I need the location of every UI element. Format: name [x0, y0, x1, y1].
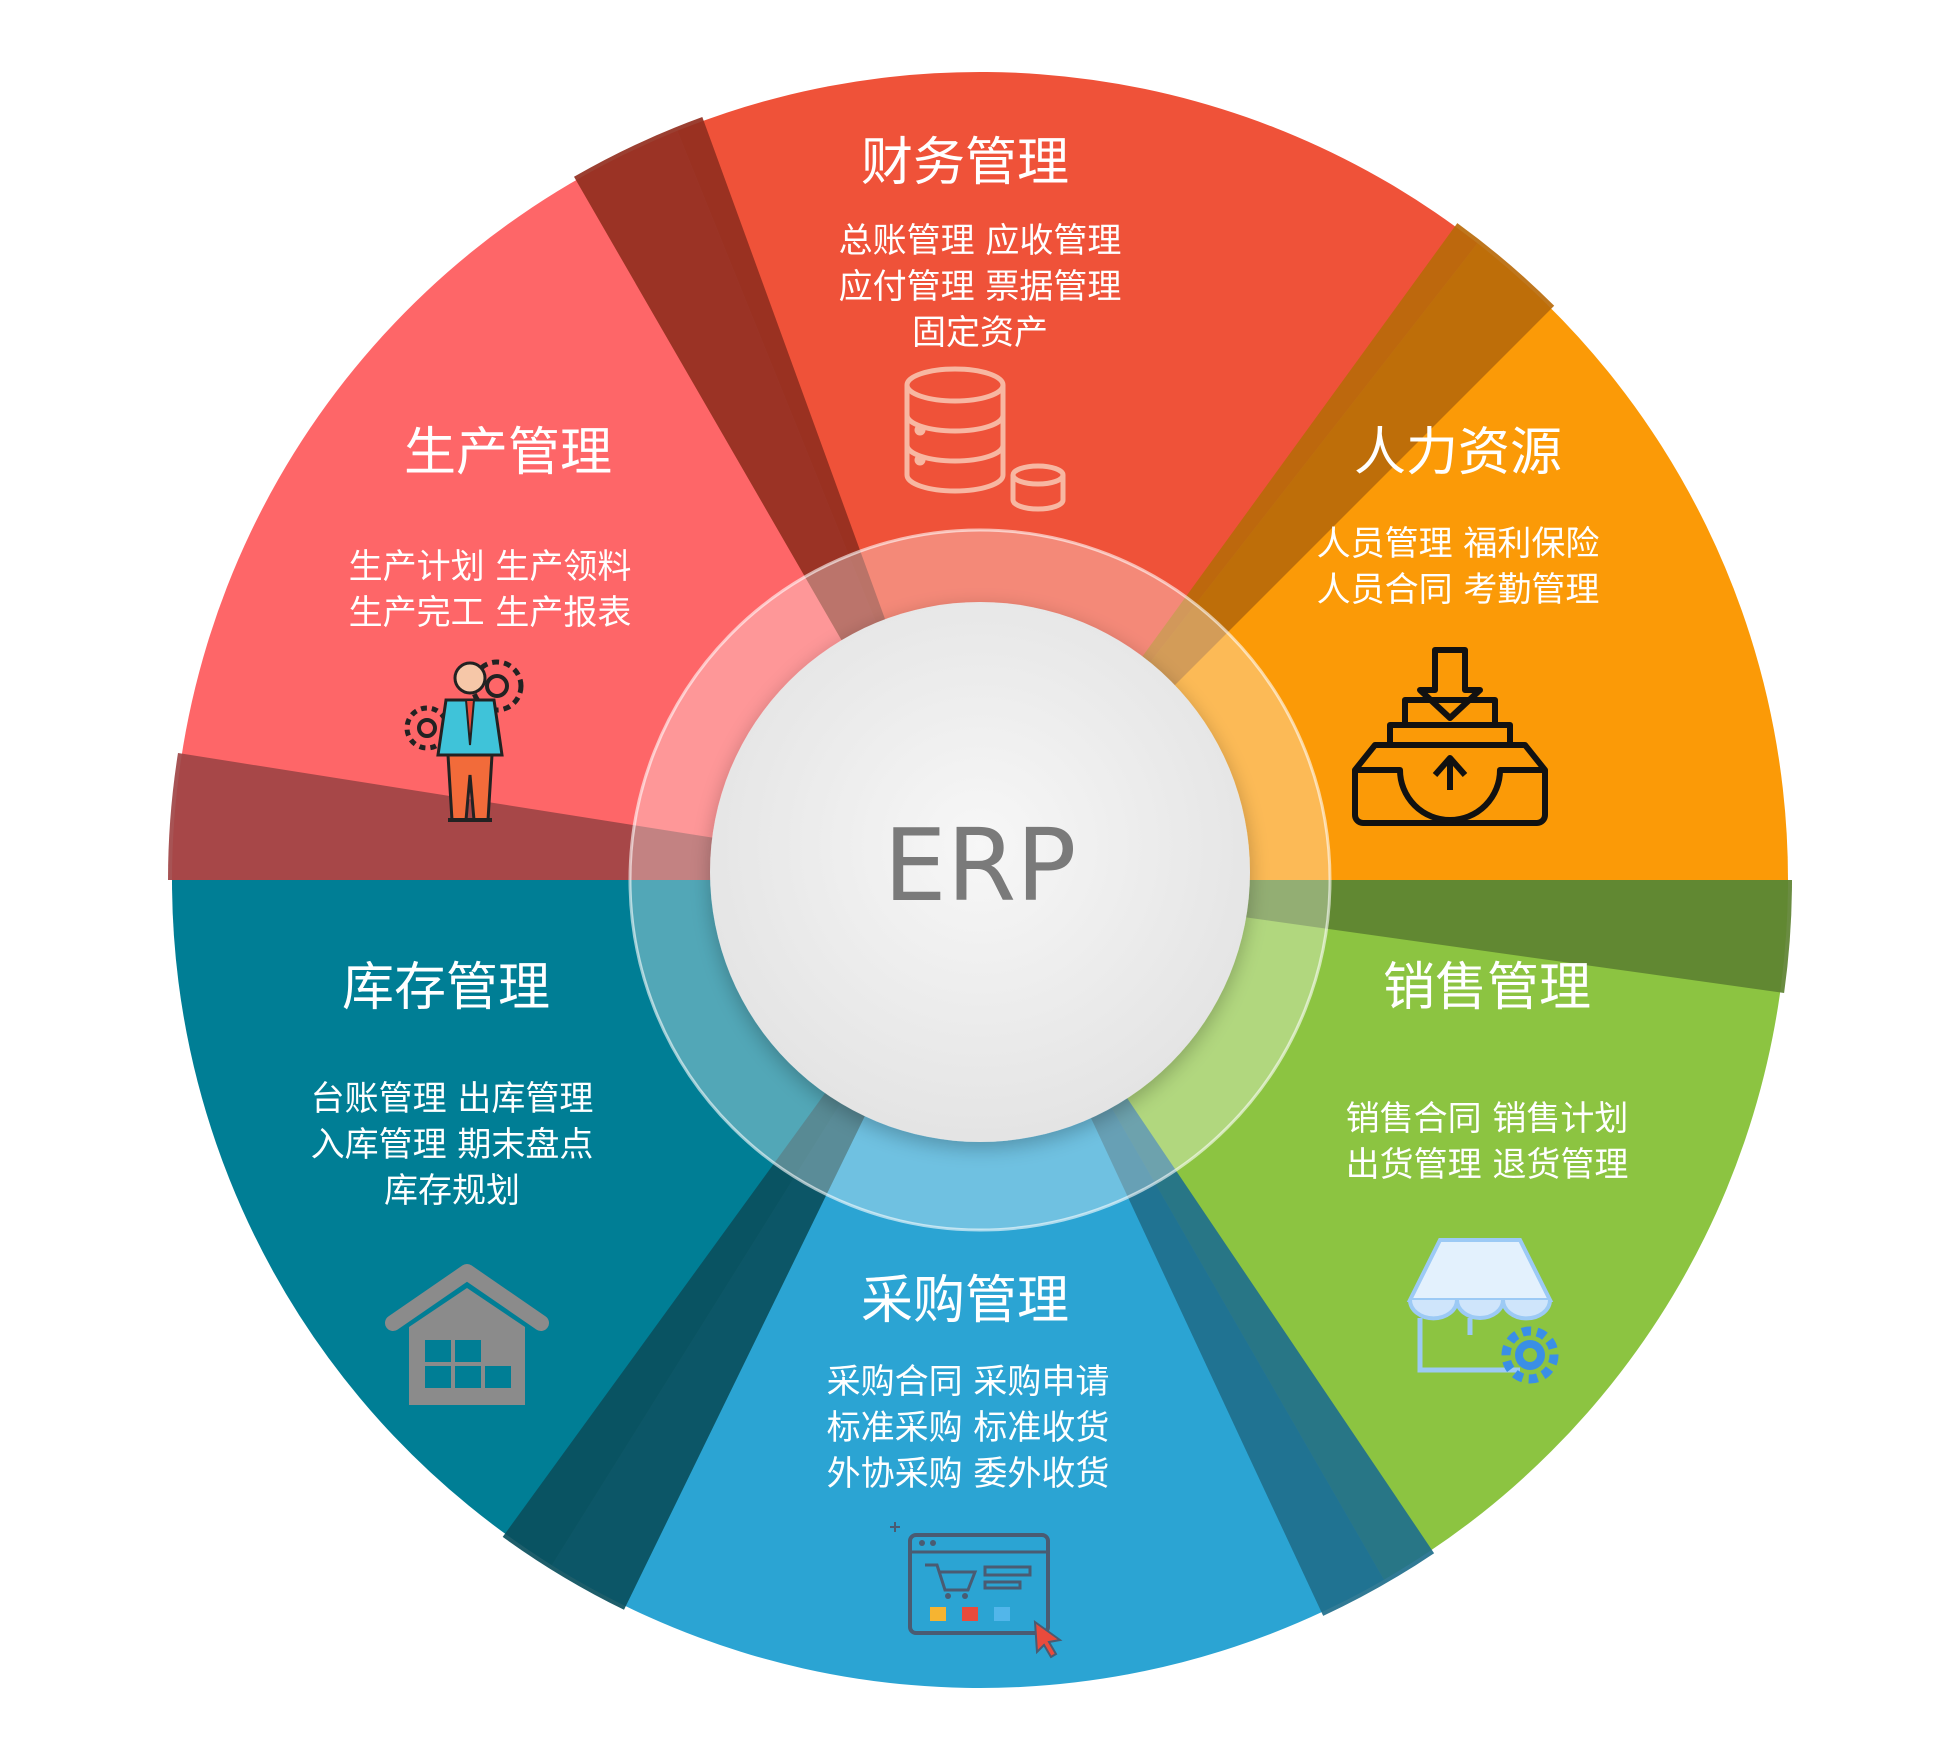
segment-title-hr: 人力资源: [1354, 423, 1562, 483]
segment-hr[interactable]: 人力资源 人员管理 福利保险 人员合同 考勤管理: [1317, 423, 1600, 826]
center-disc: [710, 602, 1250, 1142]
inventory-item-3: 库存规划: [384, 1171, 520, 1211]
inventory-item-2: 入库管理 期末盘点: [311, 1125, 594, 1165]
worker-gears-icon: [404, 659, 524, 822]
wheel-segment-purchase: [551, 880, 1384, 1688]
wheel-segment-sales: [980, 880, 1788, 1580]
purchase-item-1: 采购合同 采购申请: [827, 1362, 1110, 1402]
center-label: ERP: [884, 807, 1077, 924]
segment-production[interactable]: 生产管理 生产计划 生产领料 生产完工 生产报表: [349, 423, 632, 822]
purchase-item-2: 标准采购 标准收货: [827, 1408, 1110, 1448]
segment-title-inventory: 库存管理: [342, 958, 550, 1018]
storefront-gear-icon: [1406, 1238, 1559, 1384]
wheel-segment-finance: [677, 71, 1478, 880]
inventory-item-1: 台账管理 出库管理: [311, 1079, 594, 1119]
segment-sales[interactable]: 销售管理 销售合同 销售计划 出货管理 退货管理: [1346, 958, 1629, 1384]
sales-item-1: 销售合同 销售计划: [1346, 1099, 1629, 1139]
segment-inventory[interactable]: 库存管理 台账管理 出库管理 入库管理 期末盘点 库存规划: [311, 958, 594, 1405]
hr-item-1: 人员管理 福利保险: [1317, 524, 1600, 564]
hr-item-2: 人员合同 考勤管理: [1317, 570, 1600, 610]
segment-title-finance: 财务管理: [861, 133, 1069, 193]
sales-item-2: 出货管理 退货管理: [1346, 1145, 1629, 1185]
finance-item-1: 总账管理 应收管理: [839, 221, 1122, 261]
wheel-segment-inventory: [172, 880, 980, 1566]
production-item-1: 生产计划 生产领料: [349, 547, 632, 587]
shopping-web-icon: [890, 1522, 1063, 1659]
wheel-segment-production: [172, 130, 980, 881]
warehouse-icon: [385, 1264, 549, 1405]
segment-finance[interactable]: 财务管理 总账管理 应收管理 应付管理 票据管理 固定资产: [839, 133, 1122, 512]
finance-item-3: 固定资产: [912, 313, 1048, 353]
segment-purchase[interactable]: 采购管理 采购合同 采购申请 标准采购 标准收货 外协采购 委外收货: [827, 1271, 1110, 1659]
purchase-item-3: 外协采购 委外收货: [827, 1454, 1110, 1494]
segment-title-purchase: 采购管理: [861, 1271, 1069, 1331]
inbox-tray-icon: [1352, 647, 1548, 826]
production-item-2: 生产完工 生产报表: [349, 593, 632, 633]
segment-title-production: 生产管理: [404, 423, 612, 483]
segment-title-sales: 销售管理: [1383, 958, 1591, 1018]
finance-item-2: 应付管理 票据管理: [839, 267, 1122, 307]
database-icon: [904, 366, 1066, 512]
